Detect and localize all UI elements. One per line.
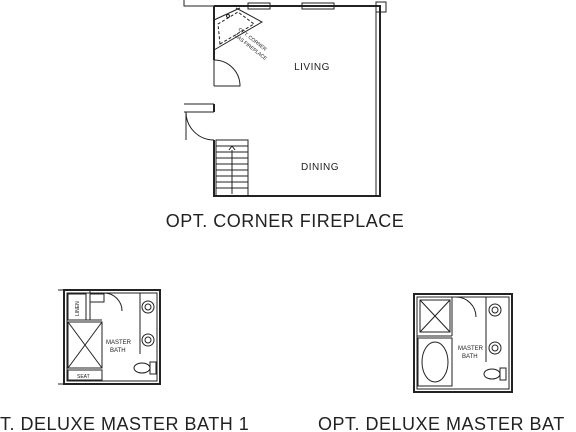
bath1-room-line2: BATH bbox=[110, 348, 126, 354]
bath2-door-swing bbox=[455, 296, 477, 318]
bath1-shower bbox=[67, 321, 103, 369]
staircase bbox=[215, 139, 249, 197]
room-label-living: LIVING bbox=[294, 62, 330, 73]
bath1-toilet bbox=[133, 361, 157, 375]
stair-door-swing bbox=[185, 111, 215, 141]
bath2-walls bbox=[413, 293, 513, 393]
shower-seat bbox=[67, 369, 103, 381]
bath1-vanity bbox=[139, 293, 155, 354]
bath2-vanity bbox=[485, 297, 502, 362]
bath2-shower bbox=[419, 299, 451, 333]
seat-label: SEAT bbox=[77, 374, 90, 380]
corner-fireplace: OPT. CORNER GAS FIREPLACE bbox=[213, 7, 268, 62]
bath2-caption: OPT. DELUXE MASTER BAT bbox=[318, 414, 565, 432]
entry-door-swing bbox=[213, 59, 241, 87]
linen-label: LINEN bbox=[75, 301, 81, 316]
master-bath-1-floor-plan: LINEN SEAT MASTER BATH T. DELUXE MASTER … bbox=[0, 289, 249, 432]
fireplace-floor-plan: OPT. CORNER GAS FIREPLACE LIVING DINING … bbox=[166, 0, 405, 231]
bath2-tub bbox=[417, 337, 453, 387]
master-bath-2-floor-plan: MASTER BATH OPT. DELUXE MASTER BAT bbox=[318, 293, 565, 432]
room-label-dining: DINING bbox=[301, 162, 339, 173]
bath1-door-swing bbox=[103, 292, 123, 312]
fireplace-plan-caption: OPT. CORNER FIREPLACE bbox=[166, 211, 405, 231]
bath1-room-line1: MASTER bbox=[106, 340, 132, 346]
linen-closet: LINEN bbox=[67, 293, 105, 321]
bath2-room-line2: BATH bbox=[462, 354, 478, 360]
bath2-room-line1: MASTER bbox=[458, 346, 484, 352]
bath2-toilet bbox=[483, 367, 507, 381]
bath1-caption: T. DELUXE MASTER BATH 1 bbox=[0, 414, 249, 432]
fireplace-plan-walls bbox=[183, 0, 387, 197]
